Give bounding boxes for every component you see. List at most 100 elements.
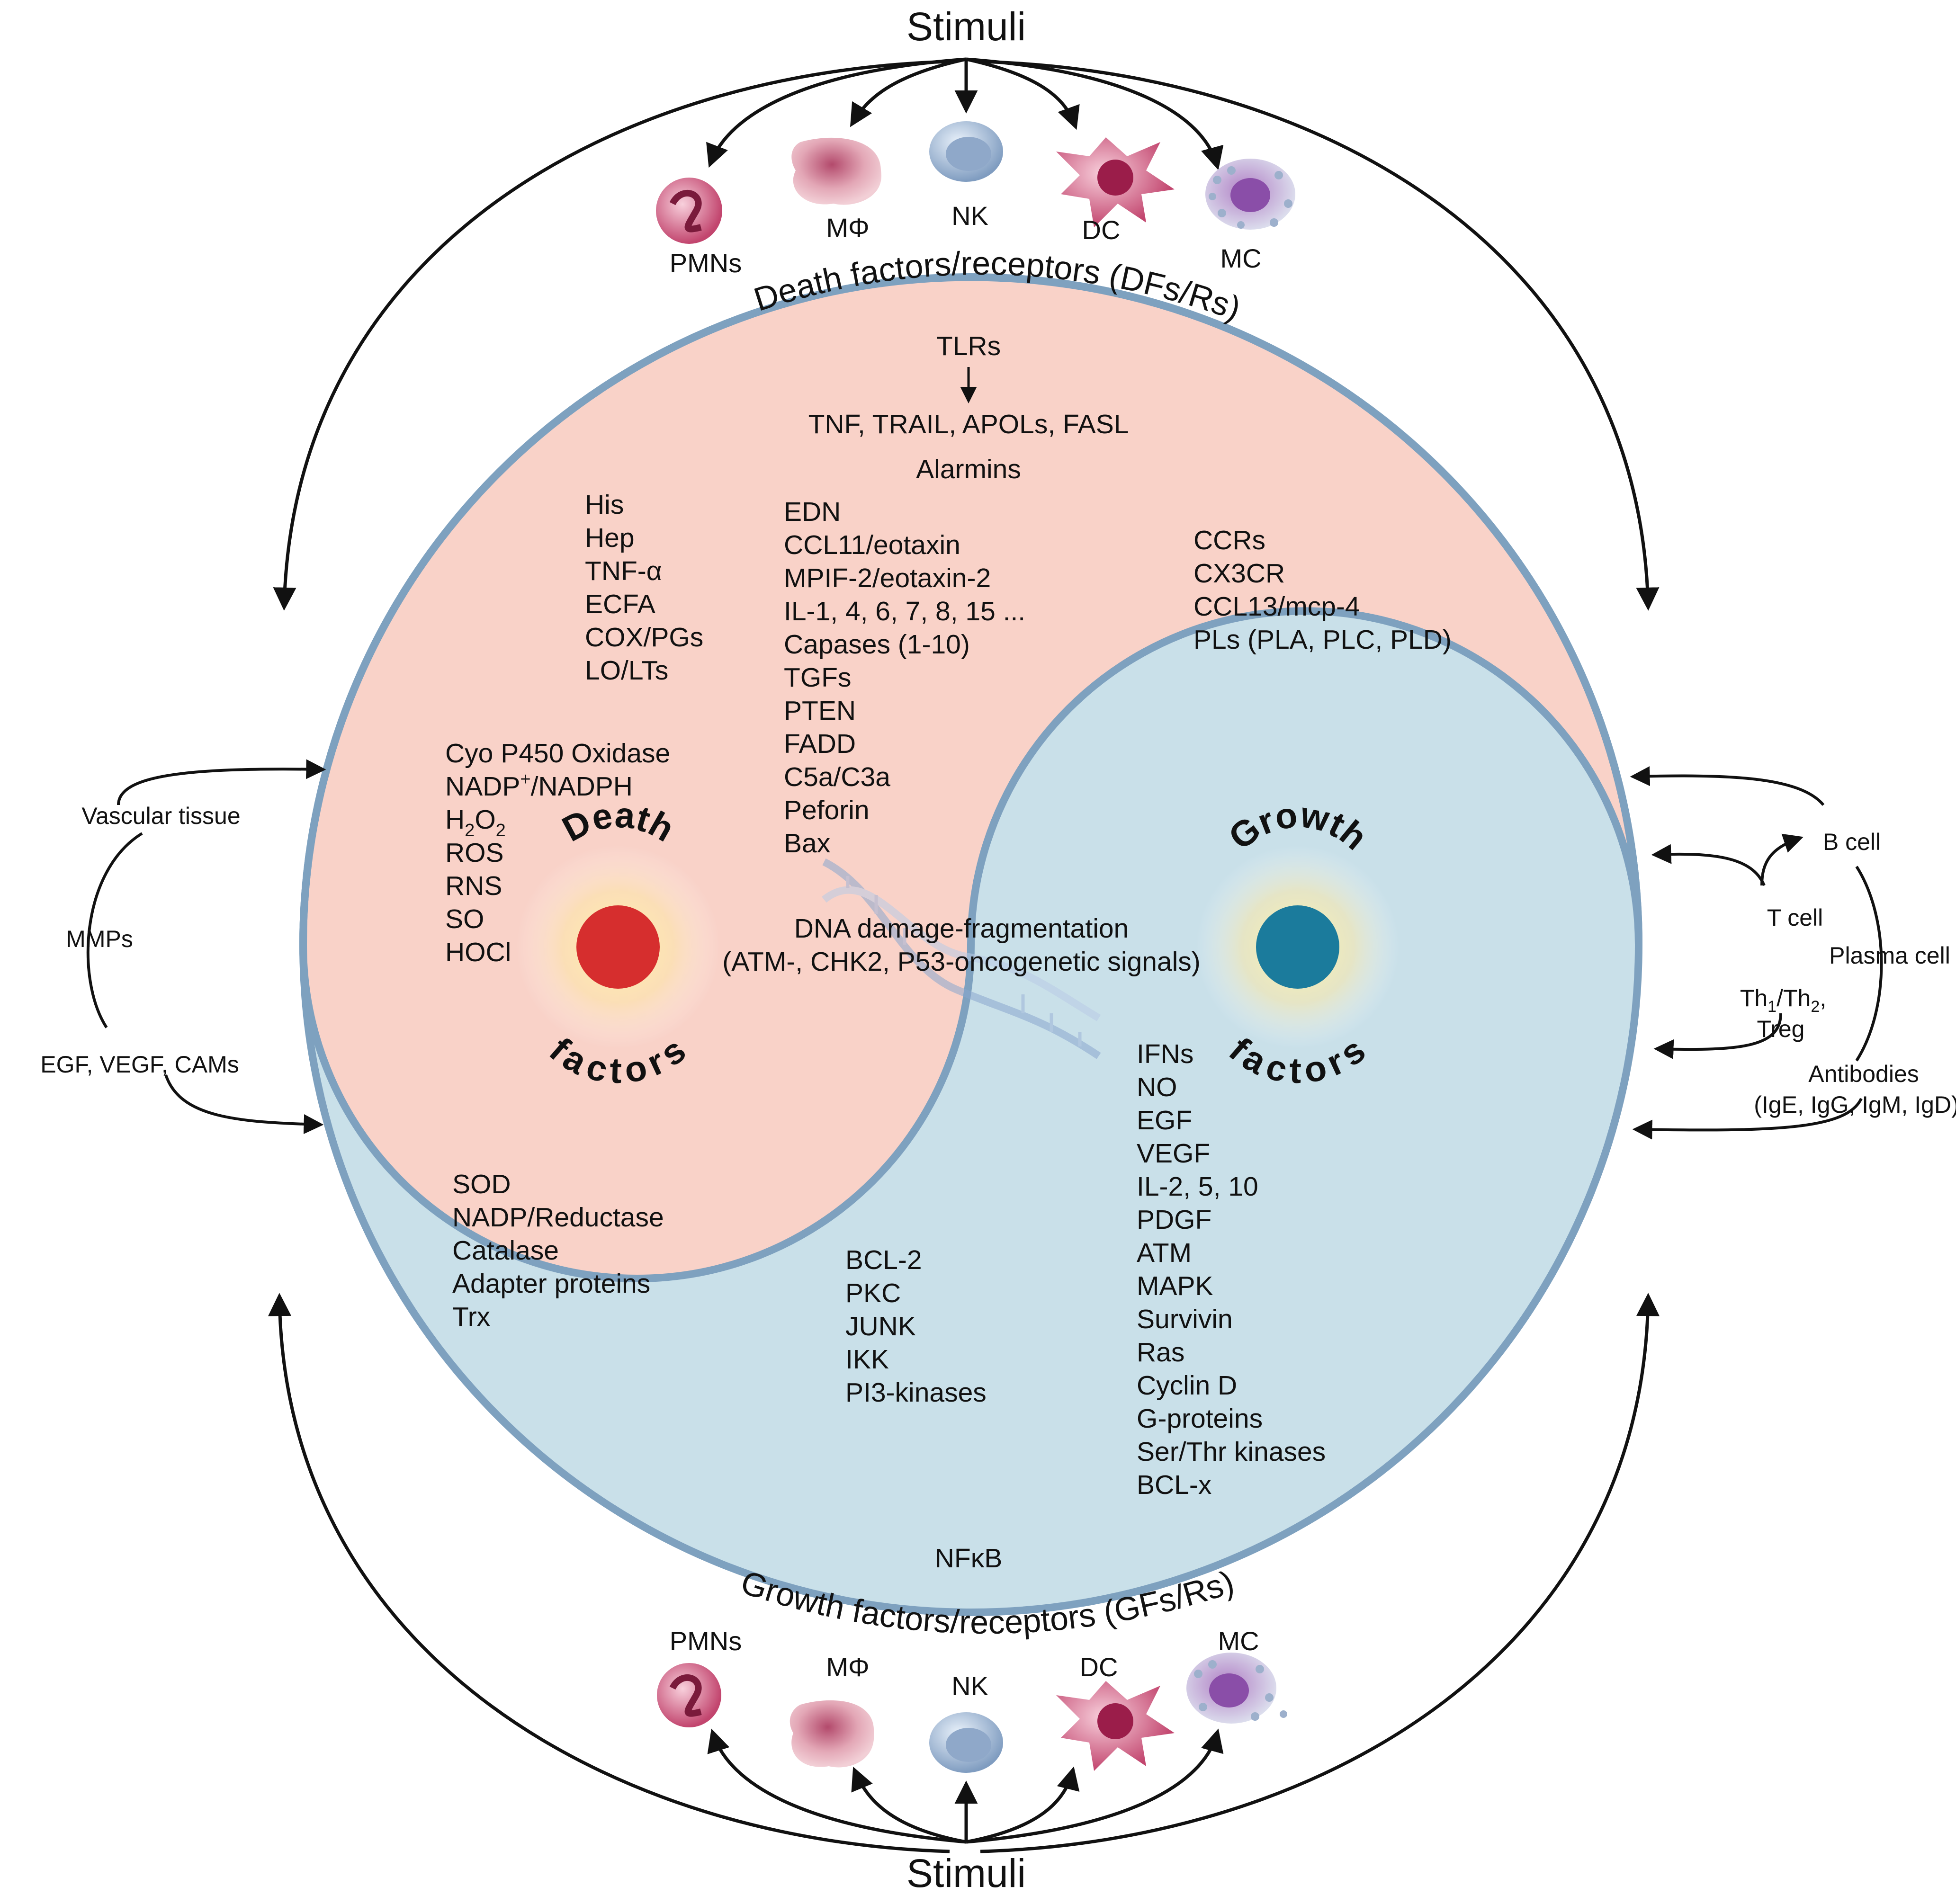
dna-helix-icon	[822, 858, 1101, 1059]
list-item: Hep	[585, 523, 635, 553]
mc-cell-icon-bottom	[1186, 1653, 1287, 1724]
pmn-cell-icon-bottom	[657, 1663, 721, 1727]
top-cell-label-dc: DC	[1082, 215, 1121, 245]
list-item: NO	[1137, 1072, 1177, 1102]
top-cell-label-mc: MC	[1220, 243, 1261, 273]
mmps-label: MMPs	[66, 926, 133, 952]
list-item: SO	[445, 904, 484, 934]
dna-line-1: DNA damage-fragmentation	[794, 913, 1129, 944]
list-item: SOD	[452, 1169, 511, 1199]
oxidative-list: Cyo P450 Oxidase NADP+/NADPH H2O2 ROS RN…	[445, 738, 670, 967]
list-item: BCL-2	[845, 1245, 922, 1275]
list-item: Cyclin D	[1137, 1370, 1237, 1401]
h2o2-item: H2O2	[445, 805, 506, 840]
list-item: Peforin	[784, 795, 870, 825]
bottom-cell-label-dc: DC	[1080, 1652, 1118, 1682]
list-item: Cyo P450 Oxidase	[445, 738, 670, 769]
pmn-cell-icon	[656, 178, 722, 244]
list-item: BCL-x	[1137, 1470, 1211, 1500]
alarmins-label: Alarmins	[916, 454, 1021, 484]
list-item: Ras	[1137, 1337, 1184, 1368]
nk-cell-icon-bottom	[929, 1712, 1003, 1773]
plasma-cell-label: Plasma cell	[1829, 942, 1950, 969]
list-item: MAPK	[1137, 1271, 1213, 1301]
tlrs-label: TLRs	[936, 331, 1001, 361]
list-item: PLs (PLA, PLC, PLD)	[1193, 625, 1452, 655]
bottom-cell-label-mphi: MΦ	[826, 1652, 869, 1682]
t-cell-label: T cell	[1767, 904, 1823, 931]
bottom-cell-label-mc: MC	[1218, 1626, 1259, 1656]
growth-factors-dot	[1256, 905, 1339, 989]
growth-list-left: SOD NADP/Reductase Catalase Adapter prot…	[452, 1169, 664, 1332]
egf-vegf-cams-label: EGF, VEGF, CAMs	[40, 1051, 239, 1078]
death-list-center: EDN CCL11/eotaxin MPIF-2/eotaxin-2 IL-1,…	[784, 497, 1025, 858]
nfkb-label: NFκB	[935, 1543, 1003, 1573]
death-list-right: CCRs CX3CR CCL13/mcp-4 PLs (PLA, PLC, PL…	[1193, 525, 1452, 655]
mc-cell-icon	[1205, 159, 1295, 230]
list-item: PI3-kinases	[845, 1377, 987, 1408]
list-item: Catalase	[452, 1235, 559, 1266]
list-item: PKC	[845, 1278, 901, 1308]
top-stimuli-label: Stimuli	[906, 4, 1026, 49]
macrophage-cell-icon	[791, 137, 881, 205]
list-item: PTEN	[784, 696, 856, 726]
list-item: TNF-α	[585, 556, 662, 586]
dc-cell-icon	[1056, 137, 1175, 227]
treg-label: Treg	[1757, 1016, 1805, 1042]
bottom-stimuli-label: Stimuli	[906, 1851, 1026, 1895]
list-item: EGF	[1137, 1105, 1192, 1135]
list-item: CX3CR	[1193, 558, 1285, 589]
list-item: IL-1, 4, 6, 7, 8, 15 ...	[784, 596, 1025, 626]
macrophage-cell-icon-bottom	[790, 1700, 874, 1768]
list-item: RNS	[445, 871, 502, 901]
right-side: B cell T cell Plasma cell Th1/Th2, Treg …	[1630, 766, 1956, 1140]
antibodies-label: Antibodies	[1808, 1061, 1919, 1087]
nk-cell-icon	[929, 121, 1003, 182]
outer-arcs	[268, 60, 1660, 1853]
death-list-left: His Hep TNF-α ECFA COX/PGs LO/LTs	[585, 490, 703, 686]
top-cell-label-mphi: MΦ	[826, 213, 869, 242]
left-side: Vascular tissue MMPs EGF, VEGF, CAMs	[40, 759, 326, 1135]
list-item: TGFs	[784, 662, 851, 693]
arc-top-left	[273, 60, 950, 611]
outer-border	[299, 273, 1642, 1616]
nadp-item: NADP+/NADPH	[445, 769, 633, 802]
death-region-text: TLRs TNF, TRAIL, APOLs, FASL Alarmins Hi…	[445, 331, 1452, 1091]
list-item: His	[585, 490, 624, 520]
list-item: MPIF-2/eotaxin-2	[784, 563, 991, 593]
bottom-cell-label-nk: NK	[951, 1671, 988, 1701]
list-item: NADP/Reductase	[452, 1202, 664, 1233]
list-item: Capases (1-10)	[784, 629, 970, 660]
dc-cell-icon-bottom	[1056, 1681, 1175, 1771]
list-item: PDGF	[1137, 1205, 1211, 1235]
th-label: Th1/Th2,	[1740, 985, 1826, 1016]
arc-bottom-left	[268, 1293, 950, 1853]
top-cell-label-pmns: PMNs	[670, 248, 742, 278]
list-item: Adapter proteins	[452, 1269, 650, 1299]
list-item: EDN	[784, 497, 841, 527]
b-cell-label: B cell	[1823, 829, 1881, 855]
list-item: COX/PGs	[585, 622, 703, 653]
bottom-cell-label-pmns: PMNs	[670, 1626, 742, 1656]
list-item: ROS	[445, 838, 504, 868]
list-item: Ser/Thr kinases	[1137, 1437, 1326, 1467]
growth-region-text: Growth factors IFNs NO EGF VEGF IL-2, 5,…	[452, 795, 1375, 1573]
top-cell-label-nk: NK	[951, 201, 988, 231]
death-factors-dot	[576, 905, 660, 989]
list-item: CCL13/mcp-4	[1193, 591, 1360, 622]
growth-list-right: IFNs NO EGF VEGF IL-2, 5, 10 PDGF ATM MA…	[1137, 1039, 1326, 1500]
list-item: G-proteins	[1137, 1403, 1263, 1434]
arc-top-right	[980, 60, 1660, 611]
list-item: CCRs	[1193, 525, 1265, 555]
list-item: C5a/C3a	[784, 762, 890, 792]
arc-bottom-right	[980, 1293, 1660, 1853]
tnf-line: TNF, TRAIL, APOLs, FASL	[808, 409, 1129, 439]
list-item: LO/LTs	[585, 655, 668, 686]
list-item: IFNs	[1137, 1039, 1193, 1069]
list-item: IKK	[845, 1344, 889, 1375]
ig-label: (IgE, IgG, IgM, IgD)	[1754, 1091, 1956, 1118]
yin-yang	[299, 273, 1642, 1616]
list-item: ECFA	[585, 589, 655, 619]
dna-text: DNA damage-fragmentation (ATM-, CHK2, P5…	[722, 913, 1201, 977]
